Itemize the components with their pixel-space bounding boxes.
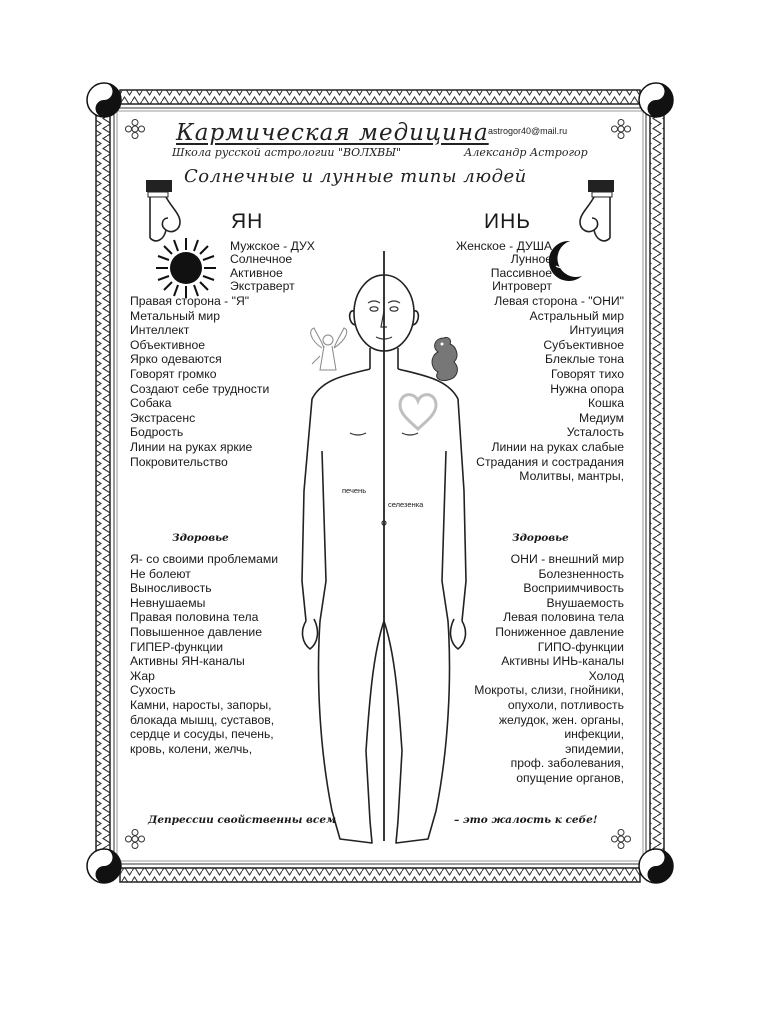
yang-health-heading: Здоровье xyxy=(172,532,229,544)
yin-yang-icon xyxy=(86,848,122,884)
list-item: опущение органов, xyxy=(516,770,624,785)
ornamental-frame xyxy=(95,89,665,883)
yang-heading: ЯН xyxy=(231,210,264,233)
list-item: Покровительство xyxy=(130,454,228,469)
human-body-figure xyxy=(301,251,467,844)
list-item: Холод xyxy=(588,668,624,683)
yang-health-list: Я- со своими проблемами Не болеют Выносл… xyxy=(130,552,278,756)
list-item: Левая сторона - "ОНИ" xyxy=(494,294,624,308)
dragon-icon xyxy=(431,337,458,381)
page-subtitle: Солнечные и лунные типы людей xyxy=(184,166,527,187)
footer-left-text: Депрессии свойственны всем xyxy=(148,814,336,826)
list-item: Болезненность xyxy=(538,566,625,581)
list-item: Нужна опора xyxy=(550,381,624,396)
list-item: Не болеют xyxy=(130,566,191,581)
list-item: Мокроты, слизи, гнойники, xyxy=(474,683,624,698)
list-item: Жар xyxy=(130,668,155,683)
yin-health-list: ОНИ - внешний мир Болезненность Восприим… xyxy=(474,552,624,786)
flower-ornament-icon xyxy=(611,829,631,849)
flower-ornament-icon xyxy=(611,119,631,139)
yin-yang-icon xyxy=(86,82,122,118)
list-item: Внушаемость xyxy=(546,595,624,610)
yin-health-heading: Здоровье xyxy=(512,532,569,544)
yin-list: Левая сторона - "ОНИ" Астральный мир Инт… xyxy=(476,294,624,484)
list-item: проф. заболевания, xyxy=(510,756,624,771)
list-item: желудок, жен. органы, xyxy=(498,712,624,727)
list-item: Невнушаемы xyxy=(130,595,206,610)
list-item: Правая половина тела xyxy=(130,610,259,625)
list-item: Молитвы, мантры, xyxy=(519,469,624,484)
yang-trait: Активное xyxy=(230,265,283,280)
organ-label-liver: печень xyxy=(342,486,367,495)
list-item: Астральный мир xyxy=(529,308,624,323)
yang-trait: Экстраверт xyxy=(230,279,295,294)
list-item: инфекции, xyxy=(564,727,624,742)
list-item: Объективное xyxy=(130,337,206,352)
list-item: Блеклые тона xyxy=(545,352,624,367)
list-item: Страдания и сострадания xyxy=(476,454,624,469)
organ-label-spleen: селезенка xyxy=(388,500,424,509)
yang-traits: Мужское - ДУХ Солнечное Активное Экстрав… xyxy=(230,239,315,294)
list-item: опухоли, потливость xyxy=(507,697,624,712)
list-item: Усталость xyxy=(566,425,624,440)
list-item: Ярко одеваются xyxy=(130,352,222,367)
list-item: ОНИ - внешний мир xyxy=(510,552,624,566)
yin-trait: Женское - ДУША xyxy=(456,239,552,253)
flower-ornament-icon xyxy=(125,119,145,139)
yin-traits: Женское - ДУША Лунное Пассивное Интровер… xyxy=(456,239,552,294)
hand-mudra-icon xyxy=(579,180,614,242)
yin-heading: ИНЬ xyxy=(484,210,532,233)
list-item: Субъективное xyxy=(543,337,624,352)
list-item: Сухость xyxy=(130,683,176,698)
list-item: Говорят тихо xyxy=(550,366,624,381)
school-name: Школа русской астрологии "ВОЛХВЫ" xyxy=(172,146,402,159)
yang-trait: Солнечное xyxy=(230,252,293,267)
list-item: кровь, колени, желчь, xyxy=(130,741,253,756)
list-item: Правая сторона - "Я" xyxy=(130,294,250,308)
hand-mudra-icon xyxy=(146,180,181,242)
list-item: Говорят громко xyxy=(130,366,217,381)
list-item: Метальный мир xyxy=(130,308,220,323)
list-item: Камни, наросты, запоры, xyxy=(130,697,272,712)
list-item: Левая половина тела xyxy=(503,610,624,625)
list-item: Интеллект xyxy=(130,323,190,338)
page-title: Кармическая медицина xyxy=(176,120,489,146)
yang-trait: Мужское - ДУХ xyxy=(230,239,315,253)
list-item: Линии на руках слабые xyxy=(491,439,624,454)
sun-icon xyxy=(156,238,216,298)
list-item: ГИПЕР-функции xyxy=(130,639,224,654)
footer-right-text: – это жалость к себе! xyxy=(454,814,598,826)
list-item: Экстрасенс xyxy=(130,410,196,425)
list-item: Я- со своими проблемами xyxy=(130,552,279,566)
list-item: Повышенное давление xyxy=(130,624,263,639)
list-item: Интуиция xyxy=(569,323,625,338)
author-name: Александр Астрогор xyxy=(464,146,588,159)
angel-icon xyxy=(310,327,348,371)
email-address: astrogor40@mail.ru xyxy=(488,126,568,136)
list-item: Создают себе трудности xyxy=(130,381,270,396)
yin-trait: Интроверт xyxy=(492,279,552,294)
list-item: Пониженное давление xyxy=(495,624,624,639)
list-item: блокада мышц, суставов, xyxy=(130,712,275,727)
moon-icon xyxy=(548,240,582,281)
list-item: Линии на руках яркие xyxy=(130,439,253,454)
poster: Кармическая медицина astrogor40@mail.ru … xyxy=(86,82,674,886)
list-item: Выносливость xyxy=(130,581,212,596)
list-item: Собака xyxy=(130,396,172,411)
yin-yang-icon xyxy=(638,82,674,118)
list-item: Активны ИНЬ-каналы xyxy=(501,654,624,669)
flower-ornament-icon xyxy=(125,829,145,849)
list-item: Кошка xyxy=(587,396,624,411)
yin-yang-icon xyxy=(638,848,674,884)
list-item: сердце и сосуды, печень, xyxy=(130,727,274,742)
list-item: Восприимчивость xyxy=(523,581,624,596)
list-item: Активны ЯН-каналы xyxy=(130,654,245,669)
list-item: Бодрость xyxy=(130,425,184,440)
yin-trait: Пассивное xyxy=(490,265,552,280)
yin-trait: Лунное xyxy=(510,252,552,267)
list-item: ГИПО-функции xyxy=(537,639,624,654)
list-item: эпидемии, xyxy=(565,741,624,756)
yang-list: Правая сторона - "Я" Метальный мир Интел… xyxy=(130,294,269,469)
list-item: Медиум xyxy=(578,410,624,425)
